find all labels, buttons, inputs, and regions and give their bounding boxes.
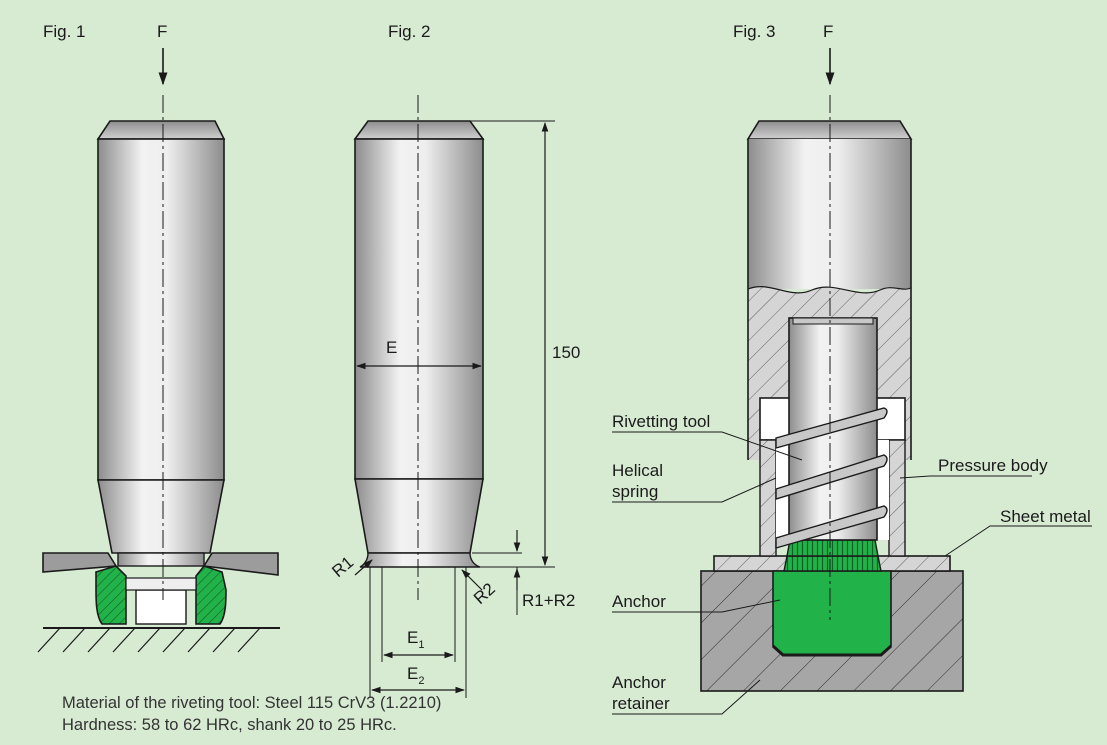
fig1-tool-shank	[97, 138, 225, 481]
callout-helical-spring-line2: spring	[612, 482, 658, 501]
fig2-dim-e2-main: E	[407, 664, 418, 683]
callout-anchor-retainer-line2: retainer	[612, 694, 670, 713]
figure-1: Fig. 1 F	[37, 22, 280, 653]
fig1-anchor-bore	[135, 589, 187, 625]
callout-helical-spring-line1: Helical	[612, 461, 663, 480]
figure-2: Fig. 2 E 150 R1+R2 R1 R2 E1 E2	[328, 22, 580, 698]
fig2-dim-e2-label: E2	[407, 664, 424, 687]
callout-sheet-metal: Sheet metal	[1000, 507, 1091, 526]
fig3-callouts	[612, 431, 1092, 715]
fig1-force-label: F	[157, 22, 167, 41]
fig2-dim-e2-sub: 2	[418, 675, 424, 687]
fig3-pressure-body-left	[759, 439, 777, 557]
fig2-dim-e1-main: E	[407, 628, 418, 647]
callout-anchor: Anchor	[612, 592, 666, 611]
fig3-label: Fig. 3	[733, 22, 776, 41]
fig1-tool-tip	[117, 552, 205, 567]
fig1-sheet-metal-right	[202, 552, 279, 576]
fig2-label: Fig. 2	[388, 22, 431, 41]
fig2-dim-e1-label: E1	[407, 628, 424, 651]
fig3-anchor-knurl	[783, 555, 882, 572]
fig2-r1-leader	[354, 559, 373, 576]
fig2-r2-label: R2	[470, 579, 499, 608]
callout-anchor-retainer-line1: Anchor	[612, 673, 666, 692]
fig2-tool-shank	[354, 138, 484, 480]
figure-3: Fig. 3 F	[612, 22, 1092, 715]
hardness-note: Hardness: 58 to 62 HRc, shank 20 to 25 H…	[62, 716, 397, 734]
fig2-dim-e1-sub: 1	[418, 639, 424, 651]
material-note: Material of the riveting tool: Steel 115…	[62, 694, 442, 712]
callout-rivetting-tool: Rivetting tool	[612, 412, 710, 431]
fig3-pressure-body-right	[888, 439, 906, 557]
fig3-helical-spring	[775, 407, 888, 549]
fig1-label: Fig. 1	[43, 22, 86, 41]
fig2-r1-label: R1	[328, 553, 357, 582]
fig2-dim-r-sum-label: R1+R2	[522, 591, 575, 610]
fig2-tool-tip	[359, 552, 481, 568]
fig2-dim-length-label: 150	[552, 343, 580, 362]
fig1-tool-taper	[97, 479, 225, 554]
fig3-anchor	[772, 570, 892, 656]
fig3-force-label: F	[823, 22, 833, 41]
fig1-anchor-collar	[125, 577, 197, 591]
fig1-anchor-left	[95, 565, 127, 625]
fig1-tool-chamfer	[96, 120, 226, 140]
fig3-anchor-head	[786, 539, 879, 557]
fig2-dim-e-label: E	[386, 338, 397, 357]
callout-pressure-body: Pressure body	[938, 456, 1048, 475]
fig2-tool-chamfer	[353, 120, 485, 140]
fig1-anchor-right	[195, 565, 227, 625]
fig1-ground	[37, 627, 280, 653]
fig2-tool-taper	[354, 478, 484, 554]
fig2-r2-leader	[461, 569, 483, 591]
